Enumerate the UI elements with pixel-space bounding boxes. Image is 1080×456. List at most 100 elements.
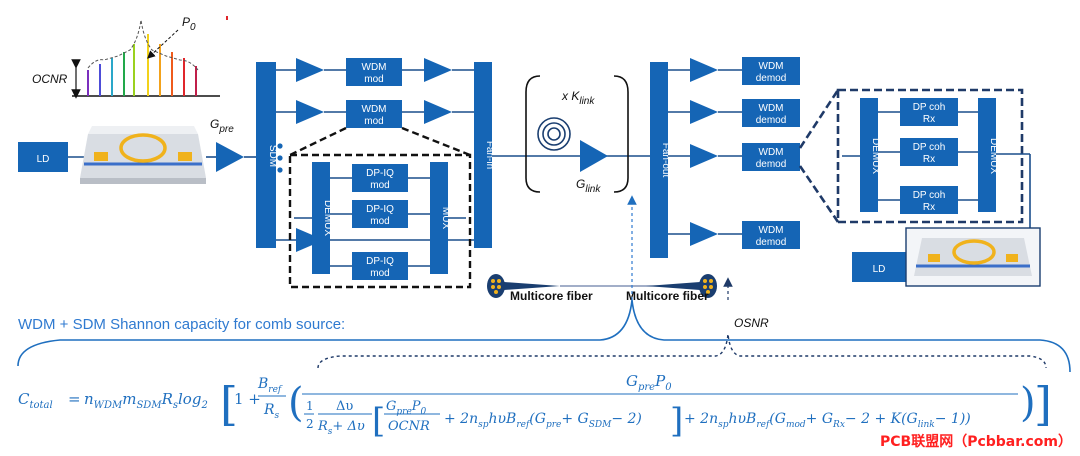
- glink-label: Glink: [576, 177, 601, 195]
- wdm-mod-1: [346, 58, 402, 86]
- eq-inner-bracket-close: ]: [670, 401, 683, 441]
- dp-coh-rx-2: [900, 138, 958, 166]
- ld-rx-label: LD: [873, 264, 886, 275]
- eq-term-b: + 2nsphυBref(Gmod+ GRx− 2 + K(Glink− 1)): [684, 411, 971, 430]
- klink-label: x Klink: [561, 89, 595, 107]
- wdm-mod-2-line1: WDM: [362, 104, 387, 115]
- eq-paren-open: (: [288, 380, 304, 426]
- wdm-demod-2: [742, 99, 800, 127]
- ocnr-label: OCNR: [32, 72, 68, 86]
- watermark: PCB联盟网（Pcbbar.com）: [880, 434, 1072, 450]
- capacity-equation: Ctotal = nWDMmSDMRslog2 [ ] 1 + Bref Rs …: [18, 372, 1052, 441]
- eq-term-a: + 2nsphυBref(Gpre+ GSDM− 2): [444, 411, 642, 430]
- fan-in-block: [474, 62, 492, 248]
- wdm-demod-line2: demod: [756, 237, 787, 248]
- dp-coh-rx-line2: Rx: [923, 202, 935, 213]
- rx-detail-box: [836, 88, 1024, 224]
- fan-in-label: Fan-in: [484, 141, 495, 169]
- capacity-brace: [17, 299, 1071, 373]
- eq-inner-den: OCNR: [388, 419, 430, 434]
- osnr-brace: [317, 333, 1047, 369]
- spectrum-envelope: [87, 19, 199, 71]
- eq-half-den: 2: [306, 417, 314, 431]
- dp-coh-rx-line2: Rx: [923, 154, 935, 165]
- dpiq-mod-line2: mod: [370, 268, 389, 279]
- wdm-demod-line2: demod: [756, 115, 787, 126]
- multicore-fiber-left: [487, 274, 560, 298]
- eq-paren-close: ): [1020, 380, 1036, 426]
- ld-tx-block: [18, 142, 68, 172]
- eq-rs-den: Rs: [263, 402, 280, 421]
- ld-tx-label: LD: [37, 154, 50, 165]
- shannon-title: WDM + SDM Shannon capacity for comb sour…: [18, 316, 345, 333]
- dpiq-mod-1: [352, 164, 408, 192]
- rx-demux-label-1: DEMUX: [870, 138, 881, 174]
- dp-coh-rx-line1: DP coh: [913, 190, 946, 201]
- red-mark: [226, 16, 228, 20]
- osnr-label: OSNR: [734, 316, 769, 330]
- link-bracket-left: [525, 75, 541, 193]
- multicore-fiber-right: [646, 274, 717, 298]
- wdm-demod-line2: demod: [756, 159, 787, 170]
- eq-bracket-close: ]: [1034, 377, 1052, 431]
- tx-demux-block: [312, 162, 330, 274]
- p0-label: P0: [182, 15, 196, 33]
- rx-demux-block-2: [978, 98, 996, 212]
- gpre-amplifier: [216, 142, 244, 172]
- wdm-mod-2: [346, 100, 402, 128]
- dp-coh-rx-1: [900, 98, 958, 126]
- comb-spectrum: OCNR P0: [32, 15, 228, 99]
- eq-prefactor: nWDMmSDMRslog2: [84, 390, 208, 411]
- eq-half-num: 1: [306, 399, 314, 413]
- dp-coh-rx-line2: Rx: [923, 114, 935, 125]
- fiber-spool: [537, 117, 571, 151]
- eq-numerator: GpreP0: [626, 372, 672, 393]
- rx-demux-block-1: [860, 98, 878, 212]
- link-bracket-right: [613, 75, 629, 193]
- microring-chip-rx: [905, 227, 1041, 287]
- wdm-demod-4: [742, 221, 800, 249]
- eq-one-plus: 1 +: [234, 390, 261, 408]
- eq-lhs: Ctotal: [18, 390, 53, 411]
- tx-mux-block: [430, 162, 448, 274]
- dp-coh-rx-line1: DP coh: [913, 142, 946, 153]
- fan-out-label: Fan-out: [660, 143, 671, 178]
- dpiq-mod-line2: mod: [370, 216, 389, 227]
- wdm-demod-line1: WDM: [759, 103, 784, 114]
- tx-mux-label: MUX: [440, 207, 451, 230]
- wdm-mod-detail-box: [288, 153, 472, 289]
- wdm-demod-3: [742, 143, 800, 171]
- dpiq-mod-line1: DP-IQ: [366, 168, 394, 179]
- multicore-fiber-label-right: Multicore fiber: [626, 289, 709, 303]
- eq-sign: =: [68, 390, 81, 408]
- sdm-label: SDM: [267, 145, 278, 167]
- gpre-label: Gpre: [210, 117, 234, 135]
- dp-coh-rx-line1: DP coh: [913, 102, 946, 113]
- wdm-demod-line1: WDM: [759, 61, 784, 72]
- glink-amplifier: [580, 140, 608, 172]
- p0-pointer: [147, 29, 179, 59]
- dp-coh-rx-3: [900, 186, 958, 214]
- wdm-demod-line2: demod: [756, 73, 787, 84]
- ld-rx-block: [852, 252, 906, 282]
- eq-bracket-open: [: [220, 377, 238, 431]
- fan-out-block: [650, 62, 668, 258]
- sdm-block: [256, 62, 276, 248]
- dpiq-mod-2: [352, 200, 408, 228]
- tx-demux-label: DEMUX: [322, 200, 333, 236]
- wdm-demod-1: [742, 57, 800, 85]
- multicore-fiber-label-left: Multicore fiber: [510, 289, 593, 303]
- dpiq-mod-line2: mod: [370, 180, 389, 191]
- eq-inner-bracket-open: [: [372, 401, 385, 441]
- wdm-mod-2-line2: mod: [364, 116, 383, 127]
- wdm-demod-line1: WDM: [759, 225, 784, 236]
- dpiq-mod-line1: DP-IQ: [366, 256, 394, 267]
- wdm-mod-1-line2: mod: [364, 74, 383, 85]
- wdm-demod-line1: WDM: [759, 147, 784, 158]
- eq-bref-num: Bref: [257, 376, 283, 395]
